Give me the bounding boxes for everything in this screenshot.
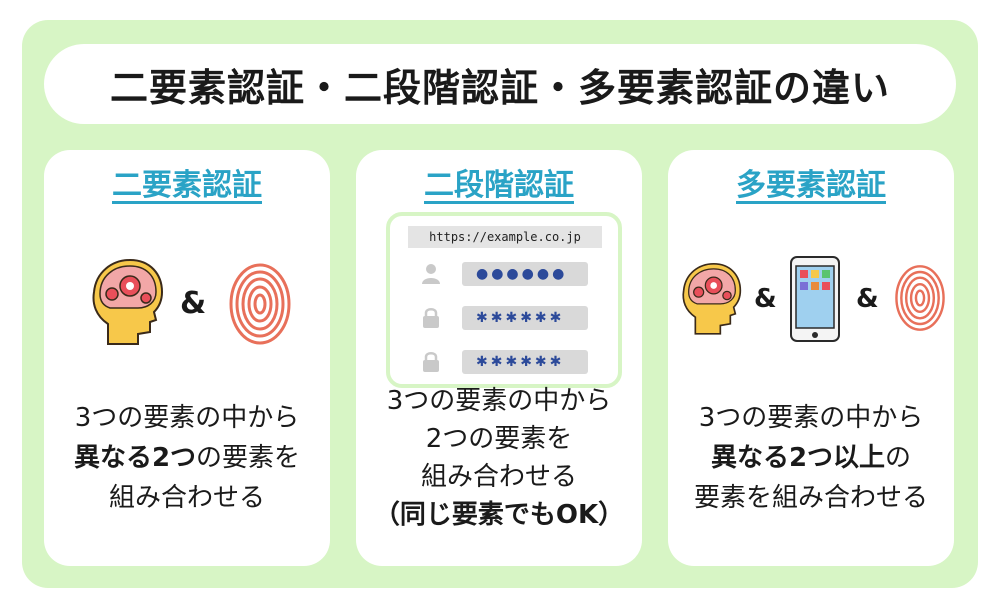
- lock-icon: [423, 352, 439, 372]
- card-heading: 二要素認証: [112, 168, 262, 203]
- lock-icon: [423, 308, 439, 328]
- desc-text: の: [885, 443, 912, 473]
- desc-emphasis: （同じ要素でもOK）: [373, 500, 625, 530]
- desc-line: 組み合わせる: [108, 483, 265, 513]
- password-field: ✱✱✱✱✱✱: [462, 306, 588, 330]
- card-heading: 多要素認証: [736, 168, 886, 203]
- card-description: 3つの要素の中から 異なる2つの要素を 組み合わせる: [44, 398, 330, 518]
- smartphone-icon: [790, 256, 840, 342]
- brain-gear-head-icon: [682, 262, 742, 335]
- desc-line: 要素を組み合わせる: [693, 483, 928, 513]
- card-description: 3つの要素の中から 異なる2つ以上の 要素を組み合わせる: [668, 398, 954, 518]
- desc-line: 3つの要素の中から: [698, 403, 924, 433]
- card-two-factor: 二要素認証 & 3つの要素の中から 異なる2つの要素を 組み合わせる: [44, 150, 330, 566]
- ampersand: &: [180, 286, 207, 321]
- ampersand: &: [856, 284, 879, 314]
- desc-emphasis: 異なる2つ: [73, 443, 197, 473]
- card-two-step: 二段階認証 https://example.co.jp ●●●●●● ✱✱✱✱✱…: [356, 150, 642, 566]
- desc-line: （同じ要素でもOK）: [356, 496, 642, 534]
- card-multi-factor: 多要素認証 & & 3つの要素の中から 異なる2つ以上の 要素を組み合わせる: [668, 150, 954, 566]
- desc-line: 3つの要素の中から: [386, 386, 612, 416]
- desc-line: 異なる2つ以上の: [668, 438, 954, 478]
- fingerprint-icon: [895, 265, 945, 331]
- page-title: 二要素認証・二段階認証・多要素認証の違い: [44, 44, 956, 124]
- desc-line: 組み合わせる: [420, 462, 577, 492]
- desc-line: 3つの要素の中から: [74, 403, 300, 433]
- desc-line: 異なる2つの要素を: [44, 438, 330, 478]
- ampersand: &: [754, 284, 777, 314]
- card-description: 3つの要素の中から 2つの要素を 組み合わせる （同じ要素でもOK）: [356, 382, 642, 534]
- card-heading: 二段階認証: [424, 168, 574, 203]
- desc-emphasis: 異なる2つ以上: [710, 443, 886, 473]
- fingerprint-icon: [229, 263, 291, 345]
- second-password-field: ✱✱✱✱✱✱: [462, 350, 588, 374]
- url-bar: https://example.co.jp: [408, 226, 602, 248]
- page-title-text: 二要素認証・二段階認証・多要素認証の違い: [109, 65, 890, 110]
- desc-text: の要素を: [196, 443, 301, 473]
- desc-line: 2つの要素を: [425, 424, 573, 454]
- user-icon: [422, 264, 440, 284]
- brain-gear-head-icon: [92, 258, 164, 345]
- username-field: ●●●●●●: [462, 262, 588, 286]
- login-form-illustration: https://example.co.jp ●●●●●● ✱✱✱✱✱✱ ✱✱✱✱…: [386, 212, 622, 388]
